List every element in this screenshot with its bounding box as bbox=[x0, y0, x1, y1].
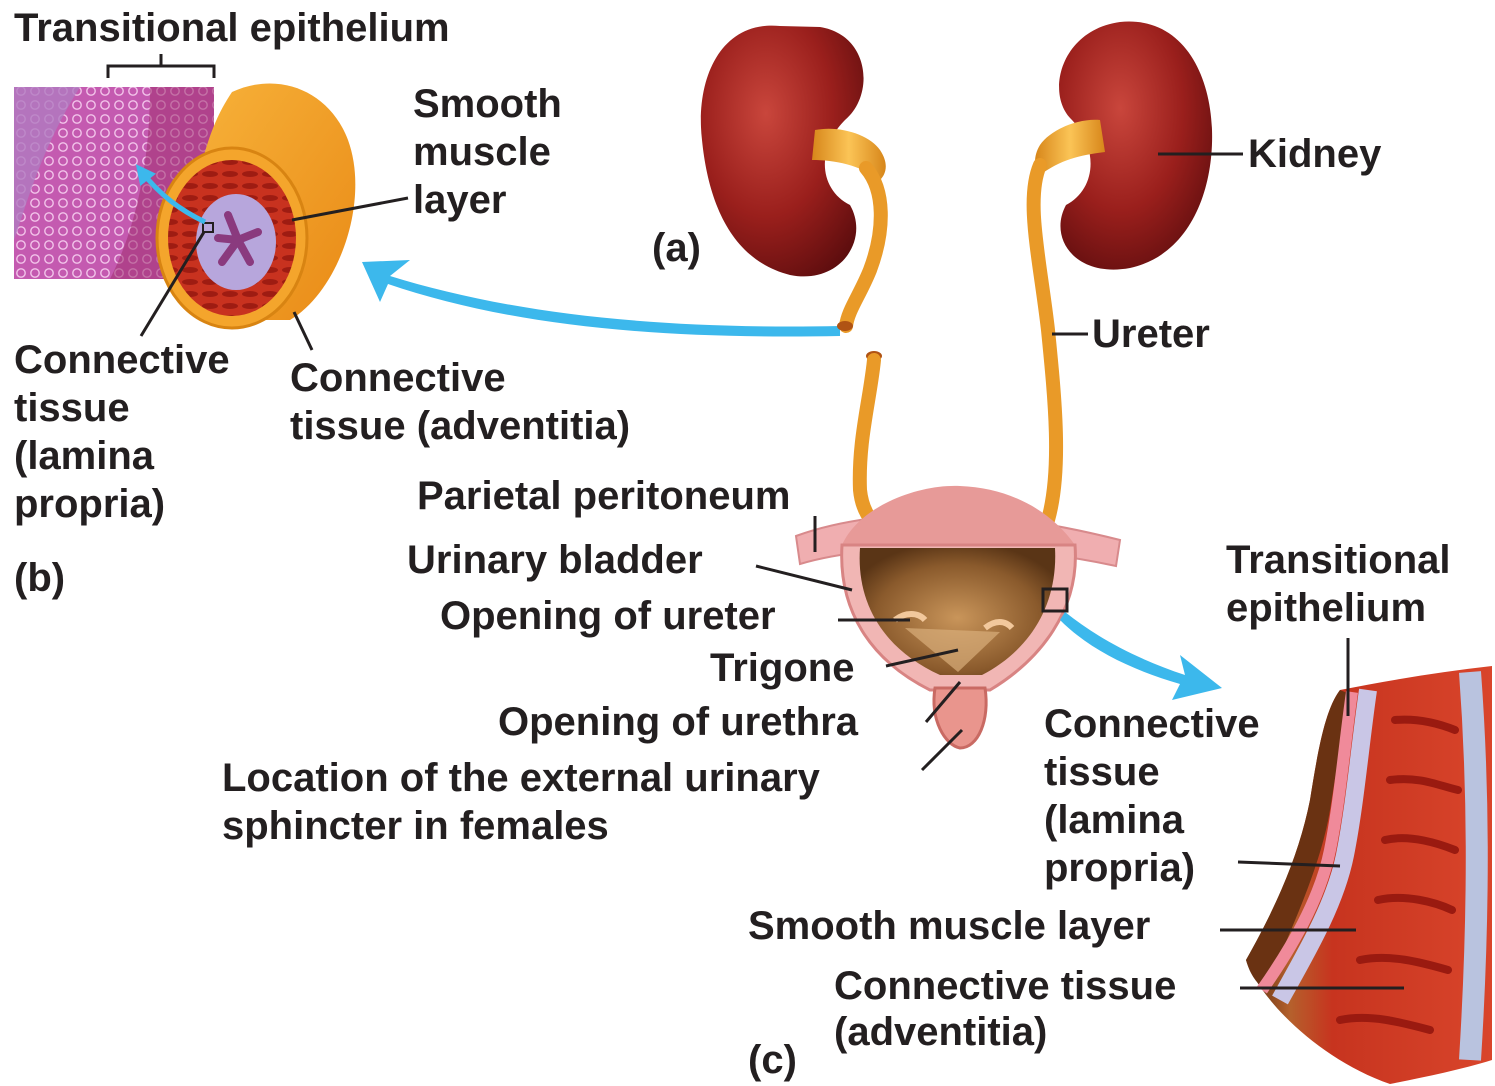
leader-urinary-bladder bbox=[756, 566, 852, 590]
leader-lines bbox=[141, 154, 1404, 988]
label-lamina-b-4: propria) bbox=[14, 480, 165, 528]
label-adventitia-b-2: tissue (adventitia) bbox=[290, 402, 630, 450]
cross-section-arrow bbox=[362, 260, 840, 337]
zoom-arrow-c bbox=[1060, 612, 1222, 700]
leader-sphincter bbox=[922, 730, 962, 770]
kidney-right bbox=[1035, 22, 1212, 270]
label-transitional-epithelium-b: Transitional epithelium bbox=[14, 4, 450, 52]
ureter-left-cut-top bbox=[837, 321, 853, 331]
label-opening-of-urethra: Opening of urethra bbox=[498, 698, 858, 746]
label-lamina-b-3: (lamina bbox=[14, 432, 154, 480]
label-sphincter-2: sphincter in females bbox=[222, 802, 609, 850]
leader-adventitia-b bbox=[294, 312, 312, 350]
urethra bbox=[934, 688, 986, 748]
label-lamina-b-2: tissue bbox=[14, 384, 130, 432]
ureter-left-lower bbox=[860, 360, 880, 530]
label-adventitia-c-2: (adventitia) bbox=[834, 1008, 1047, 1056]
label-lamina-c-4: propria) bbox=[1044, 844, 1195, 892]
bladder-dome bbox=[842, 486, 1075, 545]
label-smooth-muscle-b-2: muscle bbox=[413, 128, 551, 176]
label-kidney: Kidney bbox=[1248, 130, 1381, 178]
label-smooth-muscle-b-1: Smooth bbox=[413, 80, 562, 128]
label-adventitia-c-1: Connective tissue bbox=[834, 962, 1176, 1010]
label-opening-of-ureter: Opening of ureter bbox=[440, 592, 776, 640]
kidney-left bbox=[701, 26, 886, 277]
label-trigone: Trigone bbox=[710, 644, 854, 692]
bladder-wall-section bbox=[1246, 666, 1492, 1084]
epithelium-bracket bbox=[108, 54, 214, 78]
label-lamina-c-1: Connective bbox=[1044, 700, 1260, 748]
panel-letter-c: (c) bbox=[748, 1036, 797, 1084]
label-smooth-muscle-b-3: layer bbox=[413, 176, 506, 224]
label-urinary-bladder: Urinary bladder bbox=[407, 536, 703, 584]
label-transitional-c-1: Transitional bbox=[1226, 536, 1451, 584]
label-adventitia-b-1: Connective bbox=[290, 354, 506, 402]
panel-letter-b: (b) bbox=[14, 554, 65, 602]
label-transitional-c-2: epithelium bbox=[1226, 584, 1426, 632]
label-parietal-peritoneum: Parietal peritoneum bbox=[417, 472, 790, 520]
ureter-right bbox=[1034, 165, 1056, 520]
label-lamina-c-2: tissue bbox=[1044, 748, 1160, 796]
label-lamina-c-3: (lamina bbox=[1044, 796, 1184, 844]
wall-adventitia-layer bbox=[1470, 672, 1477, 1060]
label-smooth-muscle-c: Smooth muscle layer bbox=[748, 902, 1150, 950]
ureter-cross-section bbox=[14, 54, 355, 328]
label-ureter: Ureter bbox=[1092, 310, 1210, 358]
panel-letter-a: (a) bbox=[652, 224, 701, 272]
label-sphincter-1: Location of the external urinary bbox=[222, 754, 820, 802]
label-lamina-b-1: Connective bbox=[14, 336, 230, 384]
